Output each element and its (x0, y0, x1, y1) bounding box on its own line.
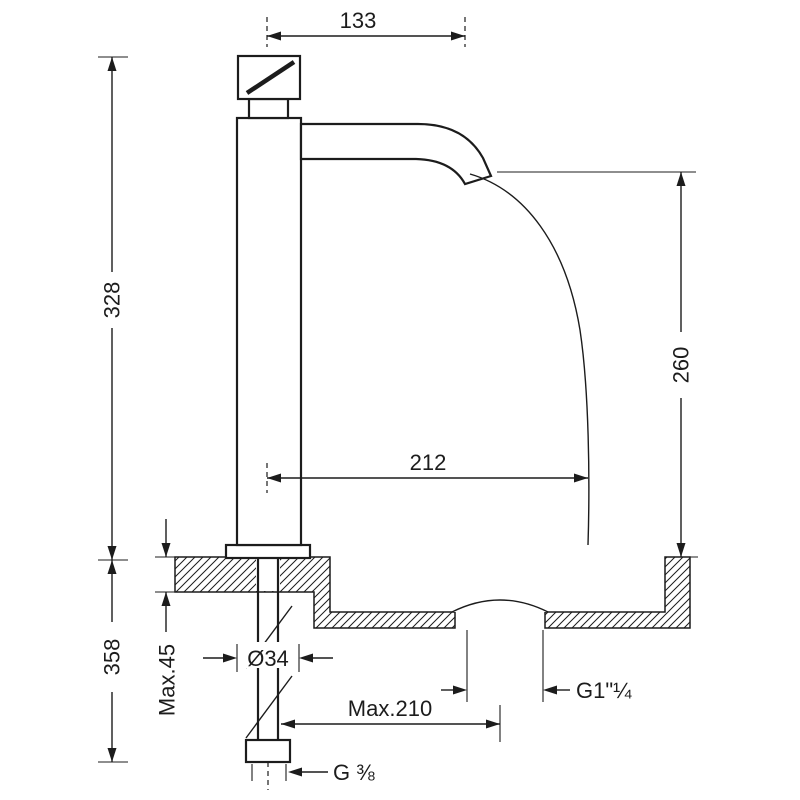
supply-pipe (244, 558, 293, 790)
countertop-section (174, 556, 691, 702)
dim-shank-diameter: Ø34 (203, 642, 333, 672)
dim-stream-reach-label: 212 (410, 450, 447, 475)
pipe-deck-cutout (256, 558, 280, 591)
dim-stream-reach: 212 (266, 450, 588, 493)
inlet-connector (244, 738, 292, 764)
faucet (224, 54, 590, 560)
dim-drain-thread: G1"¼ (441, 678, 632, 703)
dim-outlet-height: 260 (497, 171, 698, 558)
faucet-base-plate (224, 543, 312, 560)
dim-total-height-label: 358 (100, 639, 125, 676)
dim-outlet-height-label: 260 (669, 347, 694, 384)
dim-height-to-top-label: 328 (100, 282, 125, 319)
counter-right-section (544, 556, 691, 629)
dim-inlet-thread: G ⅜ (288, 760, 375, 785)
faucet-neck (247, 97, 290, 120)
dim-max-drain-offset-label: Max.210 (348, 696, 432, 721)
faucet-lever (245, 60, 296, 95)
dim-drain-thread-label: G1"¼ (576, 678, 632, 703)
dim-max-drain-offset: Max.210 (281, 696, 501, 742)
dim-inlet-thread-label: G ⅜ (333, 760, 375, 785)
counter-left-section (174, 556, 456, 629)
dim-spout-reach-label: 133 (340, 8, 377, 33)
water-stream (469, 173, 590, 546)
dim-max-deck-thickness-label: Max.45 (155, 644, 180, 716)
dim-left-heights: 328 358 (98, 56, 128, 763)
dim-spout-reach: 133 (266, 8, 466, 47)
drain-dome (451, 599, 549, 613)
faucet-body-column (235, 116, 303, 547)
pipe-break-mark-lower (245, 675, 293, 739)
faucet-spout (299, 122, 493, 186)
dim-shank-diameter-label: Ø34 (247, 646, 289, 671)
dim-max-deck-thickness: Max.45 (155, 519, 180, 716)
